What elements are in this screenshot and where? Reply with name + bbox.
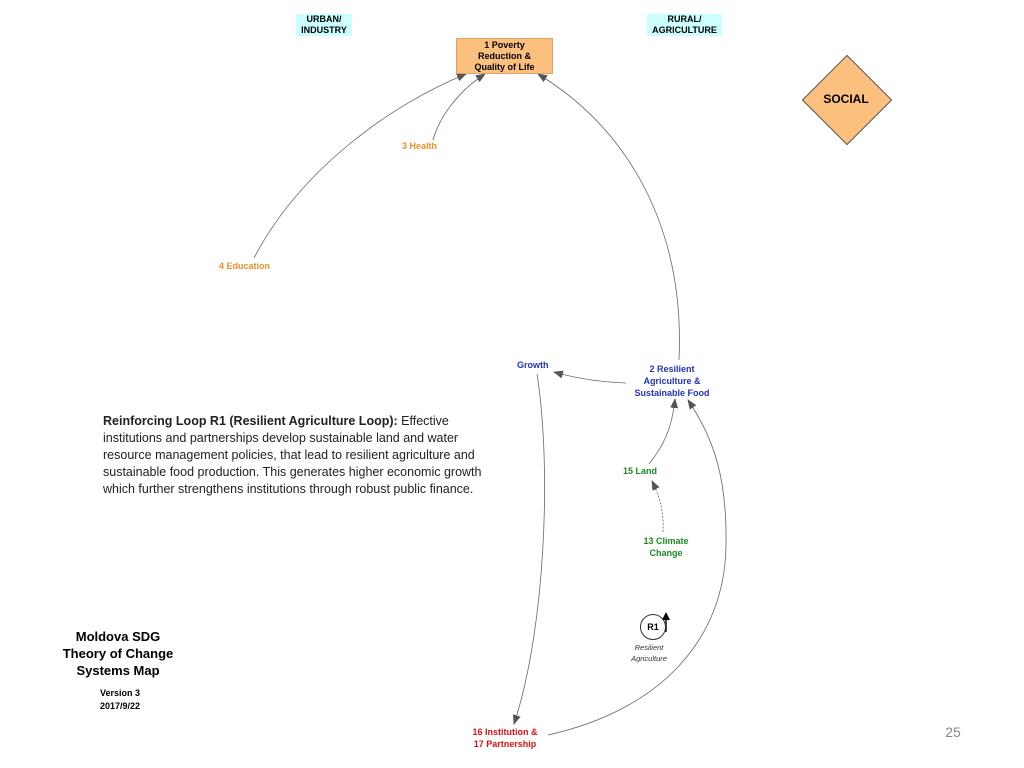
arrow-institution-to-resilient: [547, 399, 727, 736]
map-title-line: Systems Map: [76, 663, 160, 678]
loop-caption-line: Agriculture: [631, 654, 667, 663]
institution-label-line: 17 Partnership: [473, 739, 537, 749]
map-title-line: Theory of Change: [62, 646, 174, 661]
poverty-label-line: 1 Poverty: [484, 39, 525, 50]
climate-label-line: 13 Climate: [643, 536, 689, 546]
rural-agriculture-tag: RURAL/ AGRICULTURE: [647, 14, 722, 36]
version-info: Version 3 2017/9/22: [70, 687, 170, 713]
node-institution-partnership: 16 Institution & 17 Partnership: [462, 726, 548, 750]
urban-tag-line: URBAN/: [306, 14, 342, 24]
node-land: 15 Land: [623, 466, 658, 476]
node-poverty-reduction: 1 Poverty Reduction & Quality of Life: [456, 38, 553, 74]
node-climate-change: 13 Climate Change: [636, 535, 696, 559]
loop-description-title: Reinforcing Loop R1 (Resilient Agricultu…: [103, 414, 398, 428]
node-resilient-agriculture: 2 Resilient Agriculture & Sustainable Fo…: [624, 363, 720, 399]
urban-industry-tag: URBAN/ INDUSTRY: [296, 14, 352, 36]
industry-tag-line: INDUSTRY: [301, 25, 347, 35]
loop-r1-symbol: R1: [640, 614, 666, 640]
version-date: 2017/9/22: [99, 701, 141, 711]
loop-r1-caption: Resilient Agriculture: [620, 642, 678, 664]
node-education: 4 Education: [219, 261, 271, 271]
poverty-label-line: Reduction &: [477, 50, 531, 61]
node-growth: Growth: [517, 360, 549, 370]
agriculture-tag-line: AGRICULTURE: [652, 25, 717, 35]
arrow-land-to-resilient: [648, 398, 679, 465]
institution-label-line: 16 Institution &: [472, 727, 538, 737]
page-number: 25: [945, 724, 961, 740]
map-title: Moldova SDG Theory of Change Systems Map: [50, 628, 186, 679]
arrow-resilient-to-poverty: [537, 73, 680, 361]
version-number: Version 3: [99, 688, 141, 698]
resilient-label-line: Sustainable Food: [634, 388, 710, 398]
rural-tag-line: RURAL/: [667, 14, 702, 24]
social-label: SOCIAL: [823, 92, 869, 106]
arrow-growth-to-institution: [513, 373, 545, 725]
resilient-label-line: Agriculture &: [643, 376, 701, 386]
loop-arrow-head-icon: [662, 612, 670, 620]
node-health: 3 Health: [402, 141, 438, 151]
arrow-health-to-poverty: [432, 73, 486, 141]
poverty-label-line: Quality of Life: [474, 61, 535, 72]
arrow-resilient-to-growth: [553, 370, 627, 384]
loop-description-body: Effective institutions and partnerships …: [103, 414, 482, 496]
arrow-education-to-poverty: [253, 73, 467, 259]
climate-label-line: Change: [649, 548, 683, 558]
loop-caption-line: Resilient: [634, 643, 664, 652]
arrow-climate-to-land: [651, 480, 664, 533]
map-title-line: Moldova SDG: [75, 629, 161, 644]
resilient-label-line: 2 Resilient: [649, 364, 695, 374]
loop-description: Reinforcing Loop R1 (Resilient Agricultu…: [103, 413, 483, 498]
